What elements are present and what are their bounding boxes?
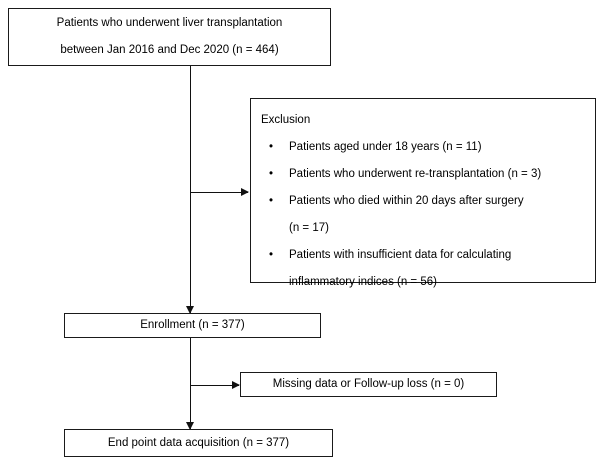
bullet-glyph: • bbox=[269, 249, 274, 261]
box-exclusion: Exclusion • Patients aged under 18 years… bbox=[250, 98, 596, 288]
bullet-glyph: • bbox=[269, 141, 274, 153]
exclusion-list-item-text: Patients who died within 20 days after s… bbox=[289, 195, 524, 234]
exclusion-list: • Patients aged under 18 years (n = 11) … bbox=[261, 134, 585, 296]
box-endpoint-text: End point data acquisition (n = 377) bbox=[107, 436, 290, 449]
box-missing-data: Missing data or Follow-up loss (n = 0) bbox=[240, 372, 497, 397]
box-enrollment-text: Enrollment (n = 377) bbox=[140, 319, 245, 331]
exclusion-list-item-text: Patients with insufficient data for calc… bbox=[289, 249, 512, 288]
exclusion-list-item: • Patients with insufficient data for ca… bbox=[261, 242, 585, 296]
bullet-glyph: • bbox=[269, 168, 274, 180]
connector-to-exclusion bbox=[191, 192, 248, 193]
connector-to-missing-data bbox=[191, 385, 239, 386]
exclusion-title: Exclusion bbox=[261, 114, 311, 126]
box-enrollment: Enrollment (n = 377) bbox=[64, 313, 321, 338]
box-screened-population: Patients who underwent liver transplanta… bbox=[8, 8, 331, 66]
box-endpoint: End point data acquisition (n = 377) bbox=[64, 429, 333, 457]
exclusion-list-item-text: Patients who underwent re-transplantatio… bbox=[289, 168, 542, 180]
exclusion-list-item-text: Patients aged under 18 years (n = 11) bbox=[289, 141, 482, 153]
connector-screened-to-enrollment bbox=[190, 66, 191, 314]
exclusion-list-item: • Patients who died within 20 days after… bbox=[261, 188, 585, 242]
arrowhead-down-to-enrollment bbox=[186, 306, 194, 314]
arrowhead-down-to-endpoint bbox=[186, 422, 194, 430]
arrowhead-right-to-exclusion bbox=[241, 187, 249, 196]
connector-enrollment-to-endpoint bbox=[190, 338, 191, 430]
bullet-glyph: • bbox=[269, 195, 274, 207]
arrowhead-right-to-missing-data bbox=[232, 380, 240, 389]
exclusion-list-item: • Patients aged under 18 years (n = 11) bbox=[261, 134, 585, 161]
box-screened-population-text: Patients who underwent liver transplanta… bbox=[56, 17, 283, 56]
exclusion-list-item: • Patients who underwent re-transplantat… bbox=[261, 161, 585, 188]
box-missing-data-text: Missing data or Follow-up loss (n = 0) bbox=[272, 378, 465, 390]
